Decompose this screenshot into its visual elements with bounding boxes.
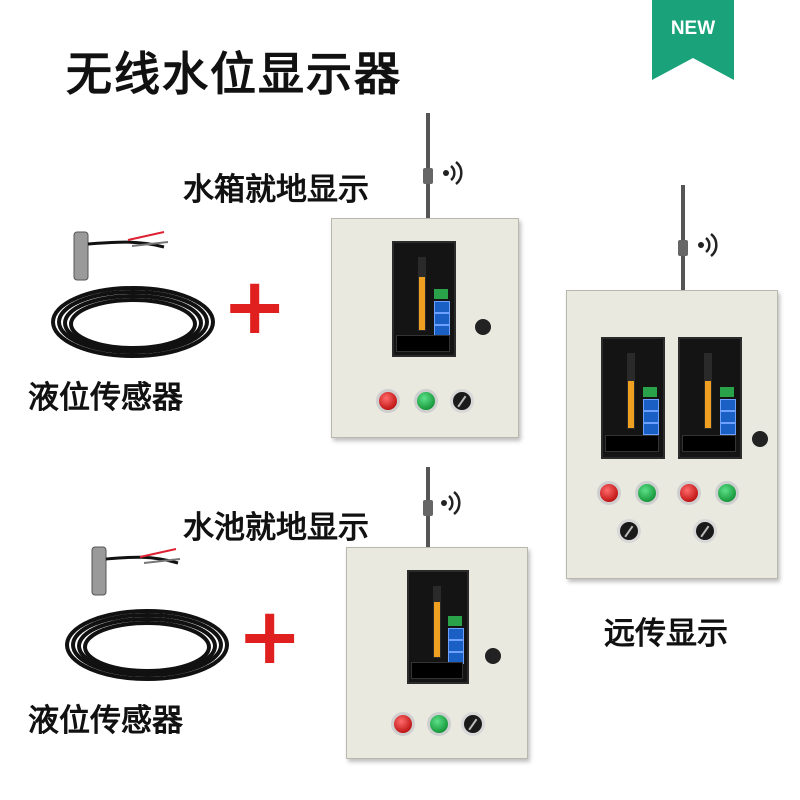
remote-2-led-display [682,435,736,452]
remote-instrument-1 [601,337,665,459]
pool-local-label: 水池就地显示 [183,510,369,546]
pool-key-1[interactable] [448,628,464,640]
remote-red-pushbutton-1[interactable] [597,481,621,505]
remote-1-key-2[interactable] [643,411,659,423]
tank-green-pushbutton[interactable] [414,389,438,413]
tank-antenna [426,113,430,218]
remote-1-led-display [605,435,659,452]
remote-display-cabinet [566,290,778,579]
level-sensor-image-1 [36,222,226,362]
pool-green-pushbutton[interactable] [427,712,451,736]
pool-wireless-icon [440,490,462,521]
remote-2-key-3[interactable] [720,423,736,435]
tank-antenna-base [423,168,433,184]
tank-door-lock[interactable] [475,319,491,335]
pool-level-instrument [407,570,469,684]
tank-wireless-icon [442,160,464,191]
tank-local-cabinet [331,218,519,438]
remote-1-indicator-green [643,387,657,397]
remote-2-key-2[interactable] [720,411,736,423]
tank-key-2[interactable] [434,313,450,325]
sensor-label-2: 液位传感器 [28,703,183,739]
remote-green-pushbutton-2[interactable] [715,481,739,505]
pool-level-bar-fill [434,602,440,657]
pool-antenna-base [423,500,433,516]
pool-indicator-green [448,616,462,626]
remote-2-indicator-green [720,387,734,397]
tank-local-label: 水箱就地显示 [183,172,369,208]
tank-selector-switch[interactable] [450,389,474,413]
remote-door-lock[interactable] [752,431,768,447]
remote-1-key-1[interactable] [643,399,659,411]
remote-display-label: 远传显示 [604,616,728,652]
tank-led-display [396,335,450,352]
pool-door-lock[interactable] [485,648,501,664]
tank-level-bar-fill [419,277,425,330]
remote-green-pushbutton-1[interactable] [635,481,659,505]
pool-selector-switch[interactable] [461,712,485,736]
new-badge-notch [652,58,734,80]
remote-red-pushbutton-2[interactable] [677,481,701,505]
remote-selector-switch-2[interactable] [693,519,717,543]
remote-2-key-1[interactable] [720,399,736,411]
level-sensor-image-2 [50,545,240,685]
remote-instrument-2 [678,337,742,459]
plus-sign-2: + [237,592,303,682]
pool-red-pushbutton[interactable] [391,712,415,736]
remote-wireless-icon [697,232,719,263]
remote-antenna [681,185,685,290]
remote-1-level-bar-fill [628,381,634,428]
remote-antenna-base [678,240,688,256]
pool-key-2[interactable] [448,640,464,652]
page-title: 无线水位显示器 [66,47,402,101]
tank-key-1[interactable] [434,301,450,313]
sensor-label-1: 液位传感器 [28,380,183,416]
remote-1-key-3[interactable] [643,423,659,435]
pool-local-cabinet [346,547,528,759]
tank-indicator-green [434,289,448,299]
new-badge-label: NEW [670,18,716,39]
remote-selector-switch-1[interactable] [617,519,641,543]
remote-2-level-bar-fill [705,381,711,428]
plus-sign-1: + [222,262,288,352]
pool-led-display [411,662,463,679]
tank-red-pushbutton[interactable] [376,389,400,413]
tank-level-instrument [392,241,456,357]
